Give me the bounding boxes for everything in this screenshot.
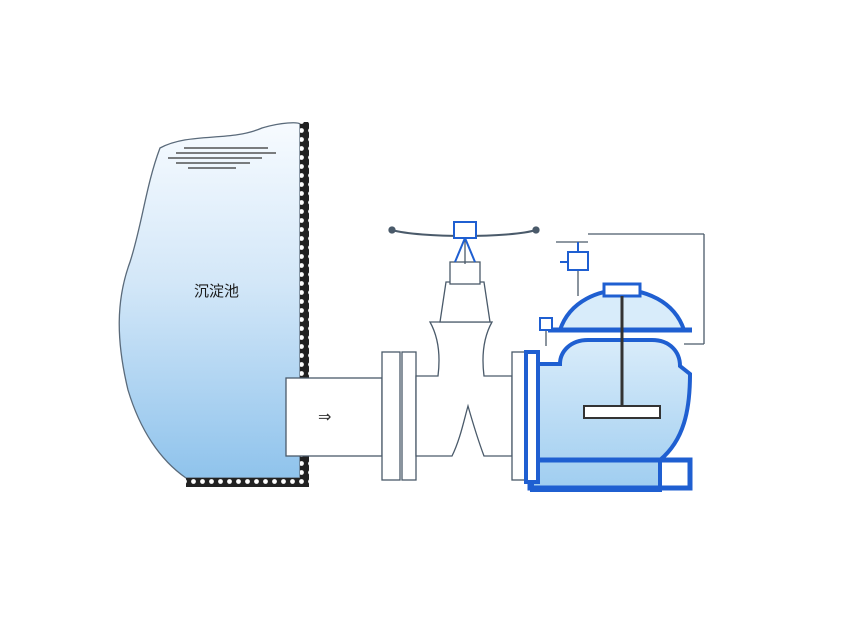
gate-valve [388, 221, 540, 481]
tank-label: 沉淀池 [194, 282, 239, 300]
handwheel-hub-icon [453, 221, 477, 263]
pilot-tap-left [539, 317, 553, 331]
gate-valve-outlet-flange [511, 351, 527, 481]
control-valve-top-cap [602, 282, 642, 298]
diaphragm-control-valve [524, 282, 693, 492]
tank-floor-gravel [186, 478, 309, 487]
water-surface-lines [168, 147, 276, 169]
sedimentation-tank: 沉淀池 [118, 122, 309, 487]
gate-valve-body [415, 321, 513, 457]
control-valve-inlet-flange [524, 350, 540, 484]
tank-water [118, 122, 301, 479]
pilot-needle-valve-icon [560, 242, 589, 271]
gate-valve-yoke [449, 261, 481, 285]
flow-arrow: ⇒ [318, 407, 331, 426]
tank-wall-gravel [300, 122, 309, 480]
gate-valve-inlet-flange [401, 351, 417, 481]
valve-disc [583, 405, 661, 419]
pilot-control-circuit [545, 233, 705, 346]
gate-valve-bonnet [439, 281, 491, 323]
outlet-pipe: ⇒ [285, 351, 401, 481]
